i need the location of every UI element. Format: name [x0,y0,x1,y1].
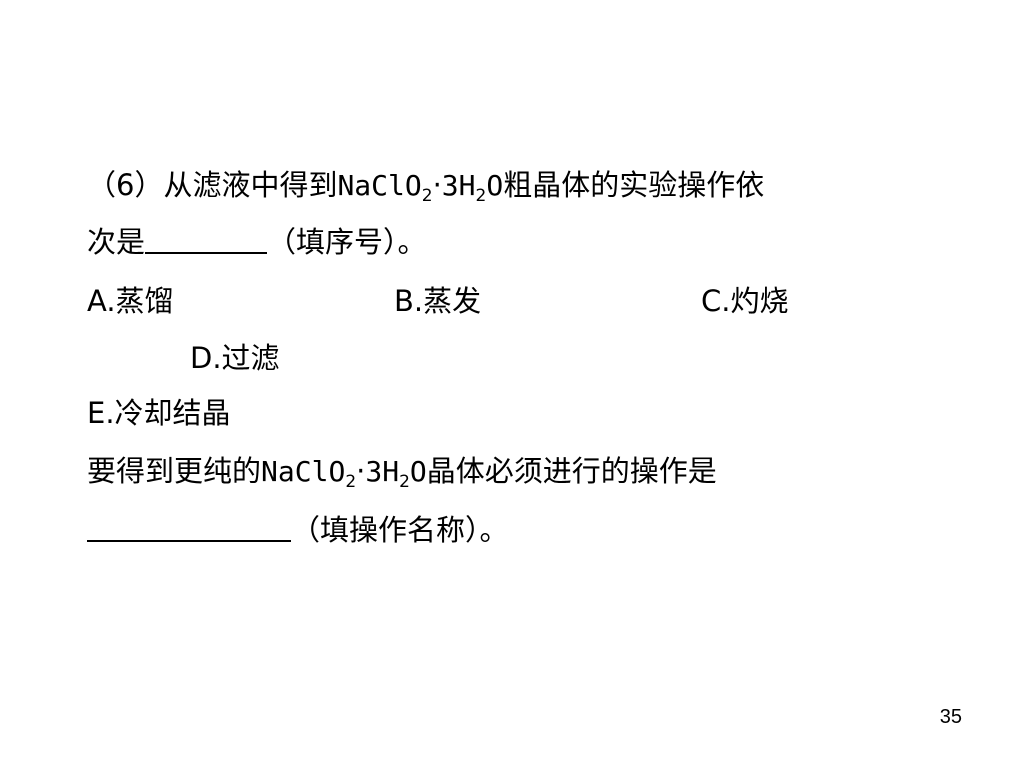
formula-h: 3H [365,455,400,488]
question-text: 次是 [87,225,146,259]
answer-blank-2 [87,510,291,542]
question-text: （6）从滤液中得到 [87,168,338,202]
option-c: C.灼烧 [701,284,789,318]
question-line-2: 次是 （填序号）。 [87,222,427,260]
question-line-1: （6）从滤液中得到NaClO2·3H2O粗晶体的实验操作依 [87,166,765,206]
question-text: 粗晶体的实验操作依 [503,168,765,202]
option-b: B.蒸发 [394,284,482,318]
option-d: D.过滤 [190,341,280,375]
formula-naclo: NaClO [337,169,422,202]
formula-naclo: NaClO [261,455,346,488]
question-text: 要得到更纯的 [87,454,262,488]
formula-o: O [409,455,427,488]
formula-o: O [486,169,504,202]
question-line-6: 要得到更纯的NaClO2·3H2O晶体必须进行的操作是 [87,452,717,492]
page-number: 35 [939,706,962,728]
formula-h: 3H [441,169,476,202]
middle-dot: · [356,454,366,488]
question-text: （填操作名称）。 [291,513,509,547]
answer-blank-1 [145,222,268,254]
question-text: （填序号）。 [267,225,427,259]
option-a: A.蒸馏 [87,284,174,318]
subscript: 2 [475,186,487,206]
subscript: 2 [399,472,410,492]
question-text: 晶体必须进行的操作是 [426,454,717,488]
subscript: 2 [345,472,357,492]
middle-dot: · [432,168,442,202]
subscript: 2 [421,186,433,206]
question-line-7: （填操作名称）。 [87,510,509,548]
option-e: E.冷却结晶 [87,396,231,430]
